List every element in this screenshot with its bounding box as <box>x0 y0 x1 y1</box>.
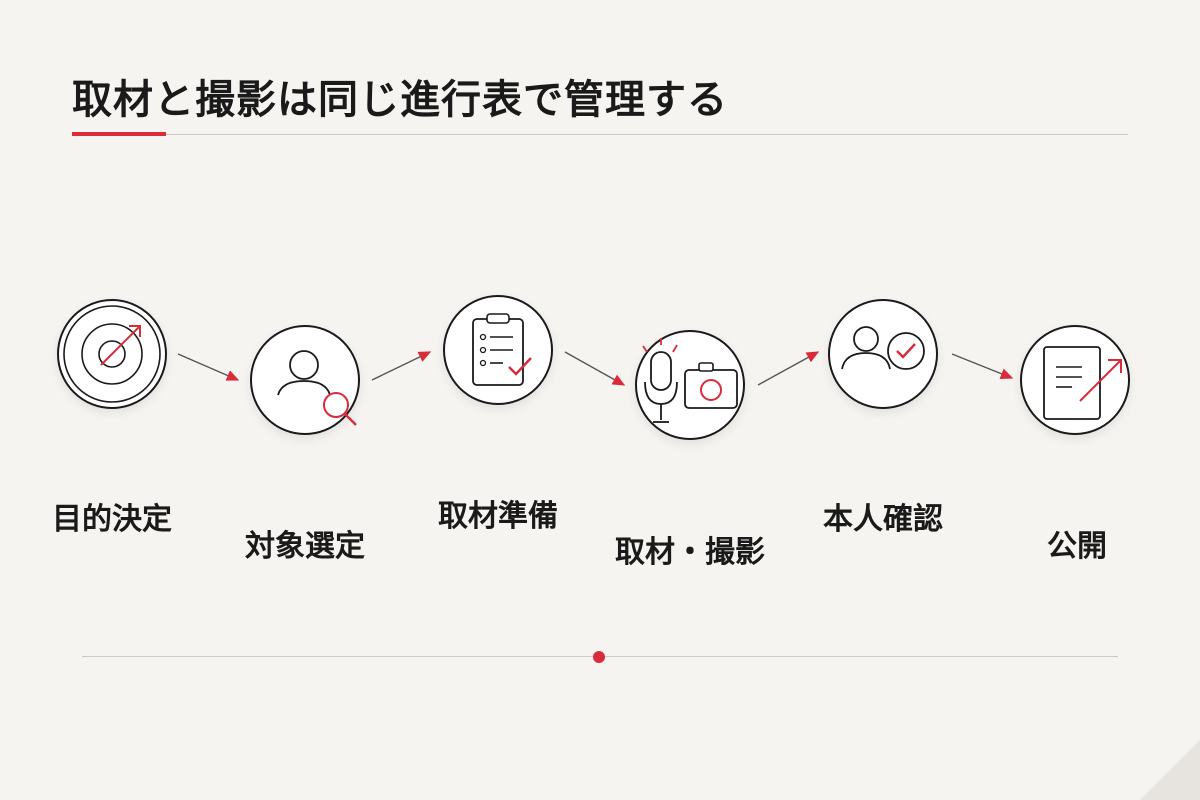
document-publish-icon <box>1043 346 1122 420</box>
step-node-3 <box>443 295 553 405</box>
person-search-icon <box>277 350 357 426</box>
step-label-6: 公開 <box>1047 529 1107 564</box>
title-divider <box>72 134 1128 135</box>
flow-arrow-3 <box>564 351 626 386</box>
page-title: 取材と撮影は同じ進行表で管理する <box>72 76 728 123</box>
page-corner-fold <box>1140 740 1200 800</box>
step-label-2: 対象選定 <box>245 529 365 564</box>
step-label-5: 本人確認 <box>823 502 943 537</box>
step-node-6 <box>1020 325 1130 435</box>
clipboard-checklist-icon <box>472 313 532 386</box>
flow-arrow-5 <box>951 353 1014 380</box>
step-label-1: 目的決定 <box>52 502 172 537</box>
step-node-2 <box>250 325 360 435</box>
target-arrow-icon <box>63 305 161 403</box>
step-label-4: 取材・撮影 <box>615 535 765 570</box>
person-check-icon <box>841 326 925 370</box>
flow-arrow-2 <box>371 351 432 381</box>
step-node-1 <box>57 299 167 409</box>
title-accent-bar <box>72 132 166 136</box>
footer-dot <box>593 651 605 663</box>
step-label-3: 取材準備 <box>438 499 558 534</box>
step-node-4 <box>635 330 745 440</box>
flow-arrow-1 <box>177 353 240 381</box>
microphone-camera-icon <box>642 338 738 423</box>
flow-arrow-4 <box>757 351 820 386</box>
step-node-5 <box>828 299 938 409</box>
